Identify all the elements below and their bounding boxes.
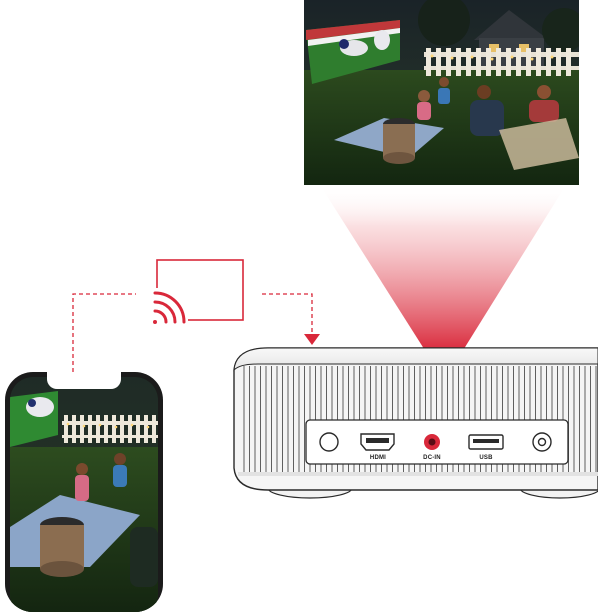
projector: HDMI DC-IN USB <box>228 344 598 504</box>
phone-notch <box>47 372 121 389</box>
dashed-connector-left <box>73 294 136 372</box>
usb-label: USB <box>466 455 506 461</box>
dashed-connector-right <box>262 294 312 334</box>
dc-in-label: DC-IN <box>412 455 452 461</box>
hdmi-label: HDMI <box>358 455 398 461</box>
power-button-icon <box>320 433 338 451</box>
phone-screen <box>10 377 158 612</box>
smartphone <box>5 372 163 612</box>
